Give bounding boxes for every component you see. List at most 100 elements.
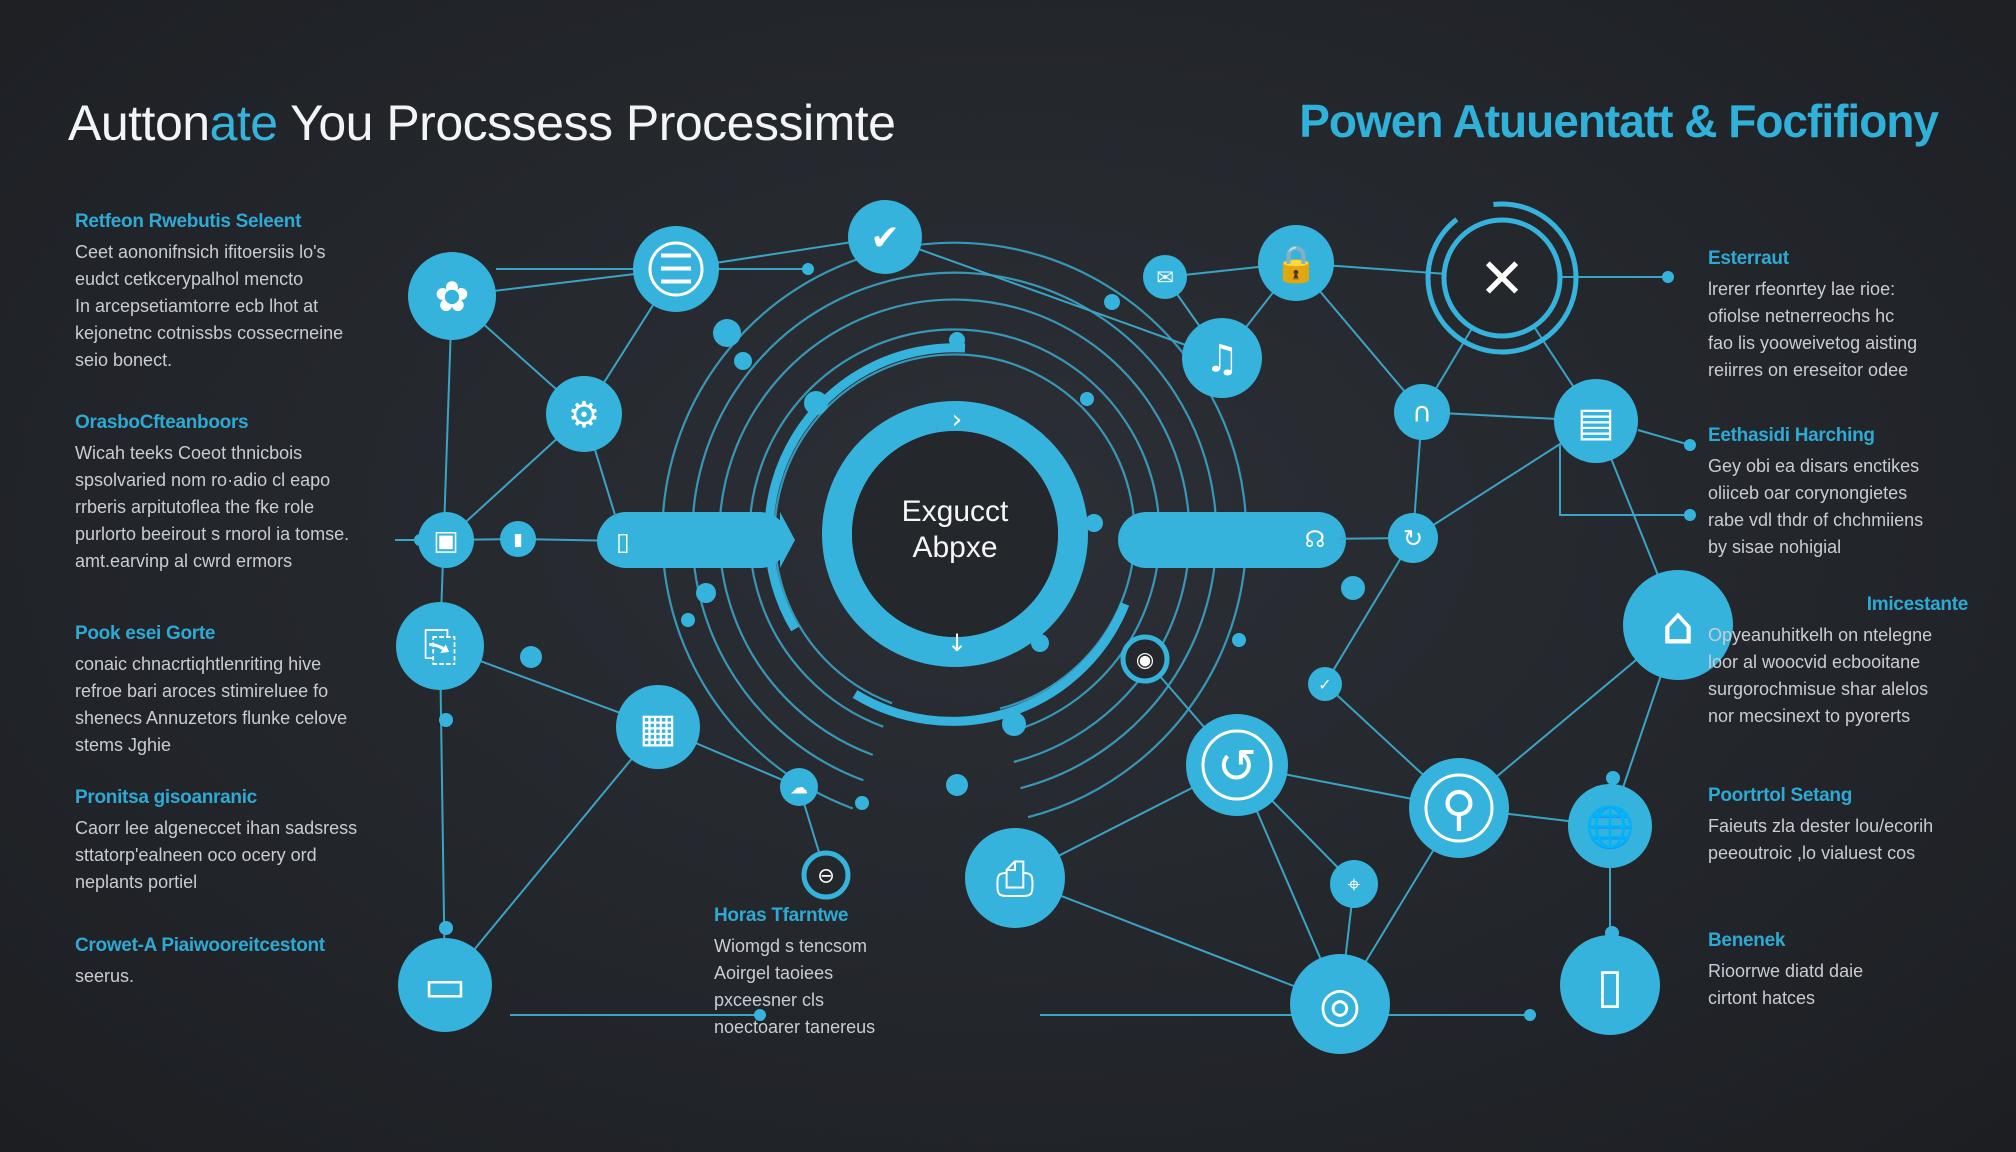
junction-dot [713, 319, 741, 347]
network-node [1330, 860, 1378, 908]
network-node [616, 685, 700, 769]
block-heading: Retfeon Rwebutis Seleent [75, 211, 302, 232]
phone-icon: ▮ [513, 530, 522, 550]
junction-dot [520, 646, 542, 668]
block-line: oliiceb oar corynongietes [1708, 483, 1908, 503]
info-block-left-5: Crowet-A Piaiwooreitcestont seerus. [75, 935, 405, 990]
block-line: surgorochmisue shar alelos [1708, 679, 1929, 699]
junction-dot [804, 391, 828, 415]
endpoint-dot [1684, 509, 1696, 521]
block-line: Caorr lee algeneccet ihan sadsress [75, 818, 358, 838]
orbit-arc [691, 271, 1218, 790]
network-node [1554, 379, 1638, 463]
target-icon: ✕ [1479, 247, 1525, 311]
network-node [1143, 255, 1187, 299]
headset-icon: ☊ [1305, 527, 1325, 553]
info-block-right-1: Esterraut lrerer rfeonrtey lae rioe: ofi… [1708, 248, 2016, 384]
junction-dot [439, 713, 453, 727]
progress-arc [764, 343, 966, 632]
network-node [597, 515, 649, 567]
network-node [1568, 784, 1652, 868]
center-label-line: Exgucct [901, 495, 1009, 528]
lock-small-icon: ⊖ [817, 863, 835, 887]
block-line: Aoirgel taoiees [714, 963, 834, 983]
block-line: In arcepsetiamtorre ecb lhot at [75, 296, 319, 316]
endpoint-dot [754, 1009, 766, 1021]
network-node [1394, 384, 1450, 440]
orbit-arc [718, 298, 1191, 764]
block-line: rabe vdl thdr of chchmiiens [1708, 510, 1924, 530]
junction-dot [1104, 294, 1120, 310]
network-node [396, 602, 484, 690]
network-node [408, 252, 496, 340]
title-accent: ate [209, 95, 279, 151]
junction-dot [734, 352, 752, 370]
junction-dot [855, 796, 869, 810]
check-shield-icon: ✔ [870, 219, 899, 259]
block-line: pxceesner cls [714, 990, 825, 1010]
junction-dot [439, 921, 453, 935]
info-block-right-2: Eethasidi Harching Gey obi ea disars enc… [1708, 425, 2016, 561]
block-line: Rioorrwe diatd daie [1708, 961, 1864, 981]
arrow-right-icon: › [952, 405, 962, 435]
block-line: Wiomgd s tencsom [714, 936, 868, 956]
info-block-left-4: Pronitsa gisoanranic Caorr lee algenecce… [75, 787, 405, 896]
lead-line [1637, 429, 1691, 446]
block-line: ofiolse netnerreochs hc [1708, 306, 1895, 326]
location-icon: ⌖ [1348, 872, 1361, 898]
block-line: by sisae nohigial [1708, 537, 1842, 557]
block-line: seerus. [75, 966, 135, 986]
info-block-left-1: Retfeon Rwebutis Seleent Ceet aononifnsi… [75, 211, 405, 374]
block-line: conaic chnacrtiqhtlenriting hive [75, 654, 322, 674]
orbit-arc [748, 328, 1161, 734]
info-block-bottom: Horas Tfarntwe Wiomgd s tencsom Aoirgel … [714, 905, 954, 1041]
box-icon: ⌂ [1661, 597, 1694, 657]
connector-bar-arrow [780, 512, 795, 568]
globe-icon: 🌐 [1585, 803, 1635, 850]
connector-line [884, 236, 1223, 359]
block-heading: Benenek [1708, 930, 1786, 951]
junction-dot [1002, 712, 1026, 736]
file-export-icon: ⎘ [423, 622, 457, 671]
block-line: Ceet aononifnsich ifitoersiis lo's [75, 242, 326, 262]
block-line: loor al woocvid ecbooitane [1708, 652, 1921, 672]
title-part: You Procssess Processimte [277, 95, 896, 151]
laptop-icon: ▭ [424, 959, 467, 1012]
block-line: noectoarer tanereus [714, 1017, 876, 1037]
block-line: Faieuts zla dester lou/ecorih [1708, 816, 1934, 836]
network-node [418, 512, 474, 568]
network-node [546, 376, 622, 452]
checkmark-icon: ✓ [1318, 675, 1331, 694]
block-line: Gey obi ea disars enctikes [1708, 456, 1920, 476]
camera-icon: ◎ [1319, 977, 1361, 1033]
block-line: Opyeanuhitkelh on ntelegne [1708, 625, 1933, 645]
target-outer-ring [1425, 201, 1579, 355]
block-line: stems Jghie [75, 735, 172, 755]
tablet-icon: ▯ [1597, 958, 1623, 1014]
network-node [1623, 570, 1733, 680]
block-heading: Horas Tfarntwe [714, 905, 849, 926]
network-node [398, 938, 492, 1032]
orbit-arc [661, 241, 1248, 819]
junction-dot [1341, 576, 1365, 600]
junction-dot [949, 332, 965, 348]
endpoint-dot [1662, 271, 1674, 283]
junction-dot [1085, 514, 1103, 532]
block-line: refroe bari aroces stimireluee fo [75, 681, 329, 701]
info-block-right-5: Benenek Rioorrwe diatd daie cirtont hatc… [1708, 930, 2016, 1012]
connector-line [1014, 877, 1341, 1005]
endpoint-dot [1524, 1009, 1536, 1021]
center-hub-label: Exgucct Abpxe [870, 494, 1040, 566]
network-node [1290, 954, 1390, 1054]
block-heading: OrasboCfteanboors [75, 412, 249, 433]
node-inner-ring [648, 241, 704, 297]
block-line: peeoutroic ,lo vialuest cos [1708, 843, 1916, 863]
network-node [965, 828, 1065, 928]
printer-icon: ⎙ [996, 851, 1034, 907]
junction-dot [1031, 634, 1049, 652]
junction-dot [1606, 771, 1620, 785]
block-line: purlorto beeirout s rnorol ia tomse. [75, 524, 350, 544]
refresh-icon: ↻ [1403, 525, 1423, 553]
block-line: eudct cetkcerypalhol mencto [75, 269, 304, 289]
network-node [1441, 217, 1563, 339]
